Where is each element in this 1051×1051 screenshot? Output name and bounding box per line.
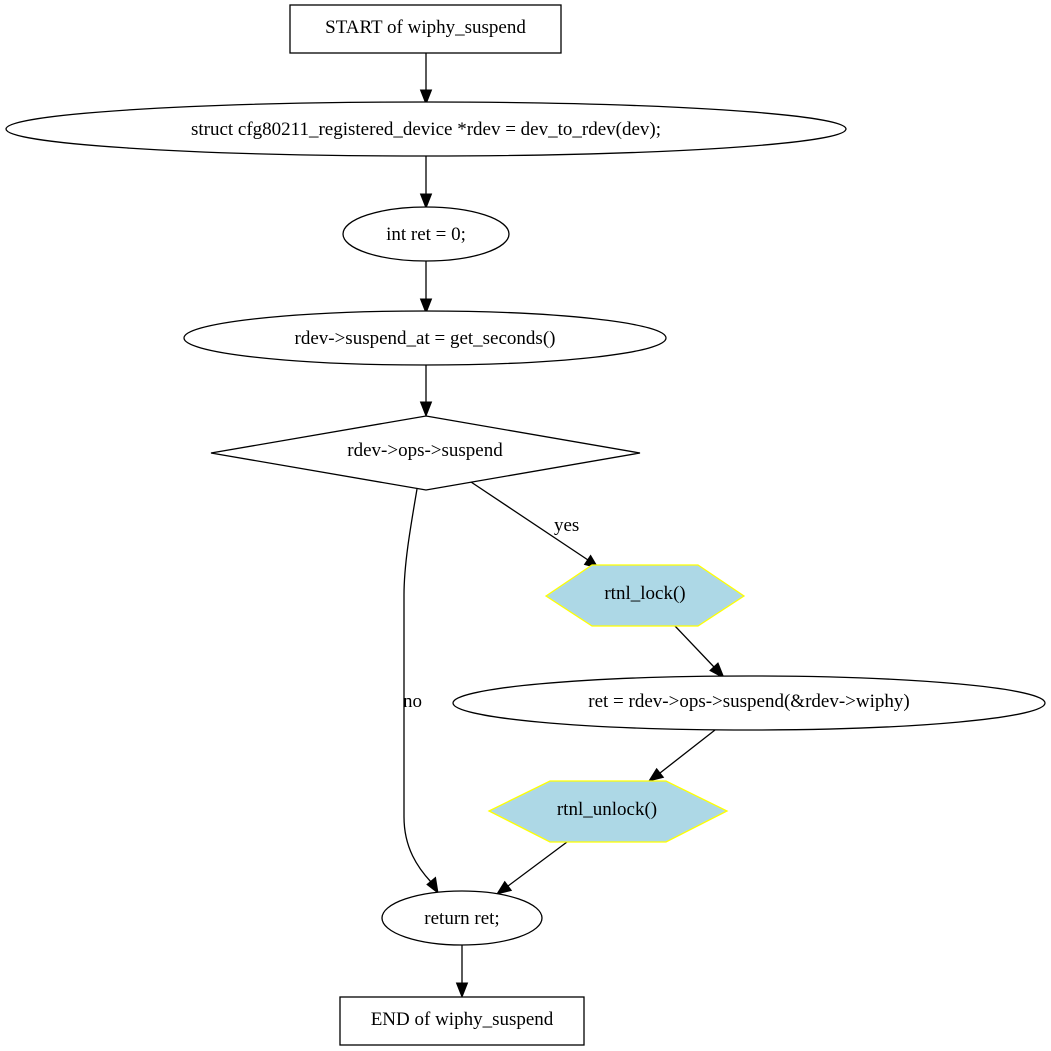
edge-start-to-rdev-decl	[419, 53, 433, 106]
edge-no: no	[403, 488, 439, 895]
edge-ops-call-to-rtnl-unlock	[647, 729, 716, 782]
edge-suspend-at-to-ops-check	[419, 365, 433, 418]
node-end-label: END of wiphy_suspend	[371, 1009, 554, 1030]
edge-label-yes: yes	[554, 515, 579, 536]
node-ret-decl: int ret = 0;	[342, 206, 510, 262]
edge-label-no: no	[403, 691, 422, 712]
node-ret-decl-label: int ret = 0;	[386, 224, 466, 245]
node-rdev-decl: struct cfg80211_registered_device *rdev …	[5, 101, 847, 157]
edge-yes: yes	[470, 481, 600, 569]
node-suspend-at: rdev->suspend_at = get_seconds()	[183, 310, 667, 366]
node-start: START of wiphy_suspend	[289, 4, 562, 54]
node-ops-call: ret = rdev->ops->suspend(&rdev->wiphy)	[452, 675, 1046, 731]
edge-rtnl-lock-to-ops-call	[674, 625, 725, 680]
node-rtnl-unlock-label: rtnl_unlock()	[557, 799, 657, 820]
node-ops-call-label: ret = rdev->ops->suspend(&rdev->wiphy)	[588, 691, 909, 712]
edge-ret-decl-to-suspend-at	[419, 261, 433, 315]
node-ops-check-label: rdev->ops->suspend	[347, 440, 503, 461]
edge-return-to-end	[455, 945, 469, 999]
edge-rtnl-unlock-to-return	[495, 841, 568, 895]
node-return-ret: return ret;	[381, 890, 543, 946]
node-rtnl-unlock: rtnl_unlock()	[487, 780, 729, 843]
node-ops-check: rdev->ops->suspend	[210, 415, 641, 491]
node-return-ret-label: return ret;	[424, 908, 499, 929]
node-rdev-decl-label: struct cfg80211_registered_device *rdev …	[191, 119, 661, 140]
node-rtnl-lock-label: rtnl_lock()	[604, 583, 685, 604]
edge-rdev-decl-to-ret-decl	[419, 156, 433, 210]
node-suspend-at-label: rdev->suspend_at = get_seconds()	[295, 328, 556, 349]
node-rtnl-lock: rtnl_lock()	[544, 564, 746, 627]
node-end: END of wiphy_suspend	[339, 996, 585, 1046]
node-start-label: START of wiphy_suspend	[325, 17, 526, 38]
